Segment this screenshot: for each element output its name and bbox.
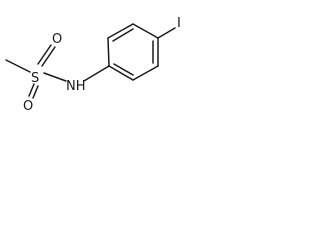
structure-diagram: S O O NH I xyxy=(5,16,181,112)
oxygen-bottom-label: O xyxy=(23,99,33,112)
bond-sulfur-oxygen-bottom-a xyxy=(28,83,35,97)
amine-label: NH xyxy=(66,79,86,94)
bond-sulfur-oxygen-top-a xyxy=(37,44,52,65)
bond-nitrogen-ring xyxy=(83,65,110,82)
oxygen-top-label: O xyxy=(52,32,62,47)
benzene-ring xyxy=(107,23,159,81)
bond-methyl-sulfur xyxy=(5,59,31,73)
ring-bond-3 xyxy=(132,23,159,39)
bond-sulfur-oxygen-top-b xyxy=(41,46,56,67)
bond-ring-iodine xyxy=(157,27,176,39)
ring-inner-bond-c xyxy=(113,63,134,76)
ring-bond-5 xyxy=(132,65,159,81)
ring-bond-2 xyxy=(107,23,134,39)
iodine-label: I xyxy=(177,16,181,31)
bond-sulfur-nitrogen xyxy=(43,72,67,82)
ring-inner-bond-a xyxy=(112,28,134,42)
sulfur-label: S xyxy=(31,71,39,86)
ring-bond-6 xyxy=(108,65,134,81)
bond-sulfur-oxygen-bottom-b xyxy=(32,85,39,99)
ring-bond-1 xyxy=(107,37,110,67)
